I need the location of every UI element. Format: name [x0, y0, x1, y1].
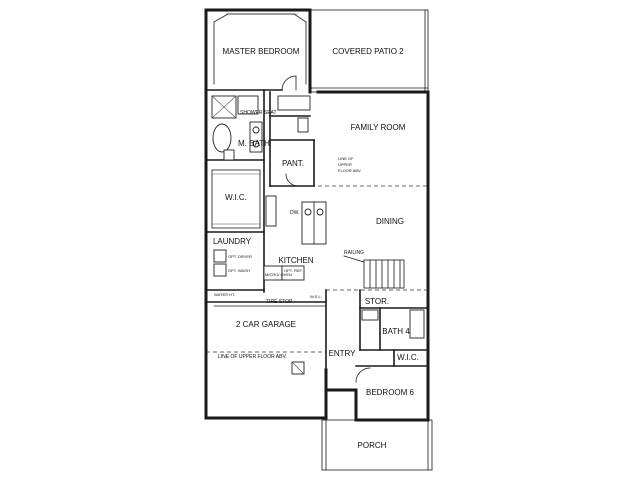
upper-floor-dashed-lines	[206, 185, 428, 353]
label-water-ht: WATER HT.	[214, 292, 235, 297]
label-bath4: BATH 4	[382, 327, 410, 336]
label-covered-patio: COVERED PATIO 2	[332, 47, 404, 56]
label-line-upper-3: FLOOR ABV.	[338, 168, 361, 173]
label-micro-oven: MICRO/ OVEN	[265, 272, 292, 277]
covered-patio-outline	[309, 9, 429, 93]
label-dining: DINING	[376, 217, 404, 226]
label-wic: W.I.C.	[225, 193, 247, 202]
label-tire-stop: TIRE STOP	[266, 299, 293, 305]
label-stor: STOR.	[365, 297, 389, 306]
label-kitchen: KITCHEN	[278, 256, 313, 265]
label-master-bedroom: MASTER BEDROOM	[223, 47, 300, 56]
label-laundry: LAUNDRY	[213, 237, 252, 246]
kitchen-island	[263, 201, 327, 281]
label-opt-ref: OPT. REF.	[284, 268, 303, 273]
pantry	[269, 139, 315, 187]
label-bedroom6: BEDROOM 6	[366, 388, 415, 397]
master-bedroom	[205, 13, 307, 91]
stairs	[343, 255, 405, 289]
laundry	[205, 231, 265, 291]
label-entry: ENTRY	[329, 349, 357, 358]
label-line-upper-garage: LINE OF UPPER FLOOR ABV.	[218, 354, 287, 360]
label-opt-dryer: OPT. DRYER	[228, 254, 252, 259]
label-family-room: FAMILY ROOM	[351, 123, 406, 132]
bedroom-6	[355, 349, 429, 383]
label-line-upper-2: UPPER	[338, 162, 352, 167]
master-bath	[205, 89, 311, 293]
label-line-upper-1: LINE OF	[338, 156, 354, 161]
label-opt-wash: OPT. WASH	[228, 268, 250, 273]
room-labels: MASTER BEDROOM COVERED PATIO 2 SHOWER SE…	[213, 47, 419, 450]
label-wsl: W.S.L.	[310, 294, 322, 299]
label-shower-seat: SHOWER SEAT	[240, 110, 277, 116]
label-garage: 2 CAR GARAGE	[236, 320, 296, 329]
label-railing: RAILING	[344, 250, 364, 256]
label-pant: PANT.	[282, 159, 304, 168]
garage	[205, 289, 327, 375]
label-porch: PORCH	[358, 441, 387, 450]
label-wic2: W.I.C.	[397, 353, 419, 362]
walk-in-closet	[211, 169, 277, 229]
label-m-bath: M. BATH	[238, 139, 270, 148]
label-dw: DW.	[290, 210, 299, 216]
porch	[321, 419, 433, 471]
